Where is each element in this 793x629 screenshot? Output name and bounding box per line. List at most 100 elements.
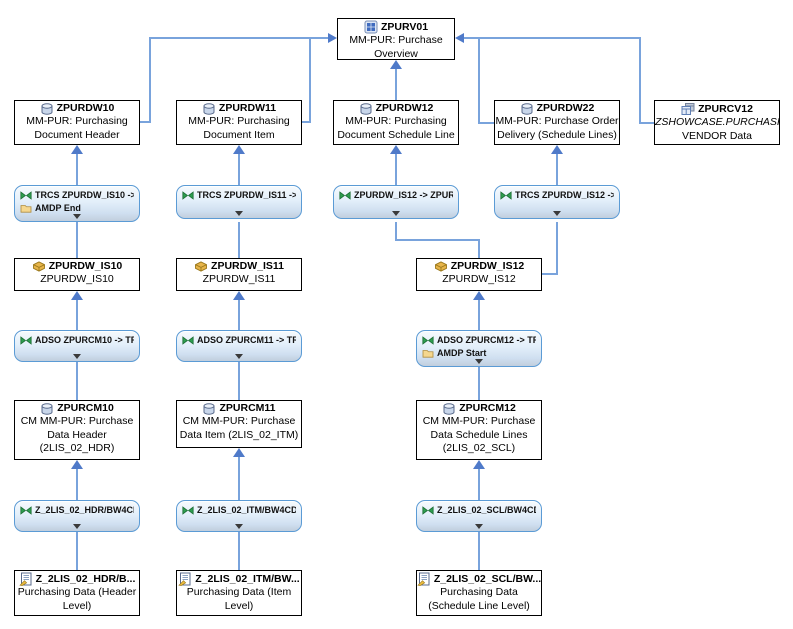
adso-cylinder-icon [202, 402, 216, 415]
node-desc: Data Item (2LIS_02_ITM) [179, 428, 299, 441]
datasource-icon [18, 572, 33, 586]
node-desc: Document Item [203, 128, 275, 141]
amdp-script-icon [422, 348, 434, 358]
node-zpurcm12[interactable]: ZPURCM12 CM MM-PUR: Purchase Data Schedu… [416, 400, 542, 460]
transformation-icon [20, 505, 32, 515]
datasource-icon [417, 572, 431, 586]
node-title: ZPURDW_IS10 [48, 260, 123, 272]
transformation-trcs-zpurdw-is10[interactable]: TRCS ZPURDW_IS10 -> ADSO... AMDP End [14, 185, 140, 222]
node-desc: (2LIS_02_HDR) [39, 442, 115, 454]
node-desc: VENDOR Data [681, 129, 753, 142]
datasource-icon [178, 572, 192, 586]
expand-arrow-icon[interactable] [235, 524, 243, 529]
transformation-icon [339, 190, 351, 200]
node-desc: CM MM-PUR: Purchase [182, 415, 296, 427]
node-zpurdw-is10[interactable]: ZPURDW_IS10 ZPURDW_IS10 [14, 258, 140, 291]
infosource-icon [194, 261, 208, 272]
infosource-icon [32, 261, 46, 272]
node-desc: ZPURDW_IS12 [442, 273, 516, 285]
amdp-script-icon [20, 203, 32, 213]
node-desc: ZSHOWCASE.PURCHASI... [655, 116, 779, 128]
node-desc: Purchasing Data (Item [186, 586, 292, 598]
expand-arrow-icon[interactable] [235, 211, 243, 216]
transformation-trcs-zpurdw-is11[interactable]: TRCS ZPURDW_IS11 -> ADSO... [176, 185, 302, 219]
adso-cylinder-icon [40, 402, 54, 415]
expand-arrow-icon[interactable] [73, 524, 81, 529]
node-zpurcm10[interactable]: ZPURCM10 CM MM-PUR: Purchase Data Header… [14, 400, 140, 460]
node-title: ZPURDW10 [56, 102, 115, 114]
transformation-label: ADSO ZPURCM11 -> TRCS ZP... [197, 335, 296, 345]
node-title: ZPURDW_IS12 [450, 260, 525, 272]
node-zpurdw-is12[interactable]: ZPURDW_IS12 ZPURDW_IS12 [416, 258, 542, 291]
node-desc: CM MM-PUR: Purchase [422, 415, 536, 427]
expand-arrow-icon[interactable] [392, 211, 400, 216]
node-title: ZPURDW11 [218, 102, 277, 114]
node-title: ZPURDW22 [536, 102, 595, 114]
node-title: ZPURDW12 [375, 102, 434, 114]
transformation-icon [500, 190, 512, 200]
node-desc: Data Header [47, 428, 107, 441]
node-datasource-2lis-02-scl[interactable]: Z_2LIS_02_SCL/BW... Purchasing Data (Sch… [416, 570, 542, 616]
transformation-z-2lis-02-hdr[interactable]: Z_2LIS_02_HDR/BW4CDS -> Z... [14, 500, 140, 532]
expand-arrow-icon[interactable] [553, 211, 561, 216]
node-desc: MM-PUR: Purchase Order [495, 115, 619, 127]
expand-arrow-icon[interactable] [475, 359, 483, 364]
node-desc: Purchasing Data [440, 586, 518, 598]
node-zpurdw22[interactable]: ZPURDW22 MM-PUR: Purchase Order Delivery… [494, 100, 620, 145]
transformation-icon [422, 335, 434, 345]
node-desc: (2LIS_02_SCL) [442, 442, 516, 454]
node-desc: MM-PUR: Purchasing [345, 115, 447, 127]
node-title: ZPURCM11 [219, 402, 276, 414]
adso-cylinder-icon [40, 102, 54, 115]
node-zpurdw10[interactable]: ZPURDW10 MM-PUR: Purchasing Document Hea… [14, 100, 140, 145]
node-zpurdw-is11[interactable]: ZPURDW_IS11 ZPURDW_IS11 [176, 258, 302, 291]
adso-cylinder-icon [202, 102, 216, 115]
adso-cylinder-icon [359, 102, 373, 115]
node-zpurcv12[interactable]: ZPURCV12 ZSHOWCASE.PURCHASI... VENDOR Da… [654, 100, 780, 145]
node-zpurv01[interactable]: ZPURV01 MM-PUR: Purchase Overview [337, 18, 455, 60]
transformation-icon [182, 190, 194, 200]
transformation-label: Z_2LIS_02_SCL/BW4CDS -> Z... [437, 505, 536, 515]
transformation-adso-zpurcm12[interactable]: ADSO ZPURCM12 -> TRCS ZP... AMDP Start [416, 330, 542, 367]
node-desc: Document Header [34, 128, 120, 141]
transformation-label: AMDP Start [437, 347, 487, 358]
node-desc: MM-PUR: Purchasing [188, 115, 290, 127]
transformation-z-2lis-02-scl[interactable]: Z_2LIS_02_SCL/BW4CDS -> Z... [416, 500, 542, 532]
transformation-adso-zpurcm11[interactable]: ADSO ZPURCM11 -> TRCS ZP... [176, 330, 302, 362]
node-desc: Data Schedule Lines [430, 428, 528, 441]
expand-arrow-icon[interactable] [73, 354, 81, 359]
transformation-label: TRCS ZPURDW_IS12 -> ADSO... [515, 190, 614, 200]
infosource-icon [434, 261, 448, 272]
transformation-label: ZPURDW_IS12 -> ZPURDW12 [354, 190, 453, 200]
node-datasource-2lis-02-itm[interactable]: Z_2LIS_02_ITM/BW... Purchasing Data (Ite… [176, 570, 302, 616]
expand-arrow-icon[interactable] [73, 214, 81, 219]
transformation-z-2lis-02-itm[interactable]: Z_2LIS_02_ITM/BW4CDS -> Z... [176, 500, 302, 532]
node-desc: Level) [62, 599, 92, 612]
node-desc: Document Schedule Line [337, 128, 455, 141]
arrowhead-icons [71, 33, 563, 469]
node-title: Z_2LIS_02_HDR/B... [35, 572, 136, 585]
node-title: ZPURCM12 [459, 402, 516, 414]
node-desc: ZPURDW_IS10 [40, 273, 114, 285]
transformation-icon [182, 335, 194, 345]
node-title: Z_2LIS_02_ITM/BW... [195, 572, 300, 585]
expand-arrow-icon[interactable] [235, 354, 243, 359]
node-desc: Delivery (Schedule Lines) [497, 128, 617, 141]
node-datasource-2lis-02-hdr[interactable]: Z_2LIS_02_HDR/B... Purchasing Data (Head… [14, 570, 140, 616]
transformation-label: AMDP End [35, 202, 81, 213]
multiprovider-icon [364, 20, 378, 34]
transformation-icon [20, 190, 32, 200]
transformation-label: ADSO ZPURCM10 -> TRCS ZP... [35, 335, 134, 345]
transformation-zpurdw-is12-zpurdw12[interactable]: ZPURDW_IS12 -> ZPURDW12 [333, 185, 459, 219]
node-desc: Overview [374, 47, 418, 60]
node-zpurdw12[interactable]: ZPURDW12 MM-PUR: Purchasing Document Sch… [333, 100, 459, 145]
node-zpurdw11[interactable]: ZPURDW11 MM-PUR: Purchasing Document Ite… [176, 100, 302, 145]
transformation-label: TRCS ZPURDW_IS10 -> ADSO... [35, 190, 134, 200]
expand-arrow-icon[interactable] [475, 524, 483, 529]
node-zpurcm11[interactable]: ZPURCM11 CM MM-PUR: Purchase Data Item (… [176, 400, 302, 448]
compositeprovider-icon [681, 102, 695, 116]
transformation-adso-zpurcm10[interactable]: ADSO ZPURCM10 -> TRCS ZP... [14, 330, 140, 362]
transformation-trcs-zpurdw-is12[interactable]: TRCS ZPURDW_IS12 -> ADSO... [494, 185, 620, 219]
